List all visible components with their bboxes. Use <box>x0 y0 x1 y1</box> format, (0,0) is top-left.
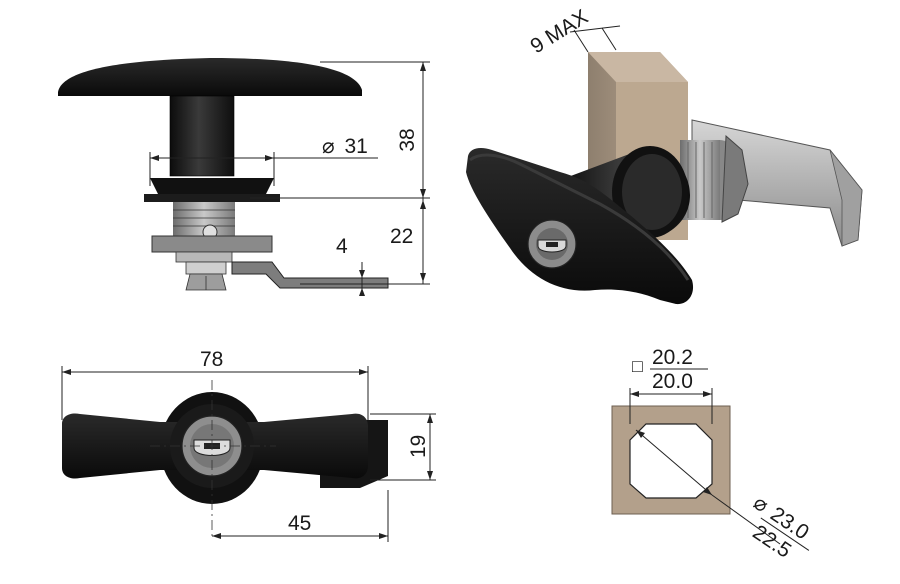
screw <box>185 261 227 275</box>
cutout-diameter-symbol: ⌀ <box>749 491 772 517</box>
dim-20-2-label: 20.2 <box>652 346 693 369</box>
dim-45-label: 45 <box>288 512 311 535</box>
dim-22-label: 22 <box>390 225 413 248</box>
side-view: 38 22 ⌀ 31 4 <box>58 58 430 296</box>
nut <box>151 235 273 253</box>
panel-cutout-view: □ 20.2 20.0 ⌀ 23.0 22.5 <box>611 346 813 563</box>
dim-20-0-label: 20.0 <box>652 370 693 393</box>
nut-perspective <box>721 134 749 223</box>
dim-78-label: 78 <box>200 348 223 371</box>
flange <box>150 178 274 194</box>
handle-cap <box>58 58 362 96</box>
dim-19-label: 19 <box>407 435 430 458</box>
perspective-view: 9 MAX <box>466 5 863 305</box>
diameter-value: 31 <box>345 135 368 158</box>
cam <box>231 261 389 289</box>
diameter-symbol: ⌀ <box>322 135 335 158</box>
handle-barrel <box>170 96 234 176</box>
dim-31-label: ⌀ 31 <box>322 135 368 158</box>
front-view: 78 19 45 <box>61 348 436 542</box>
handle-perspective <box>466 148 694 305</box>
square-symbol: □ <box>632 356 643 376</box>
dim-4-label: 4 <box>336 235 348 258</box>
dim-9max-label: 9 MAX <box>526 5 592 58</box>
dim-38-label: 38 <box>396 128 419 151</box>
